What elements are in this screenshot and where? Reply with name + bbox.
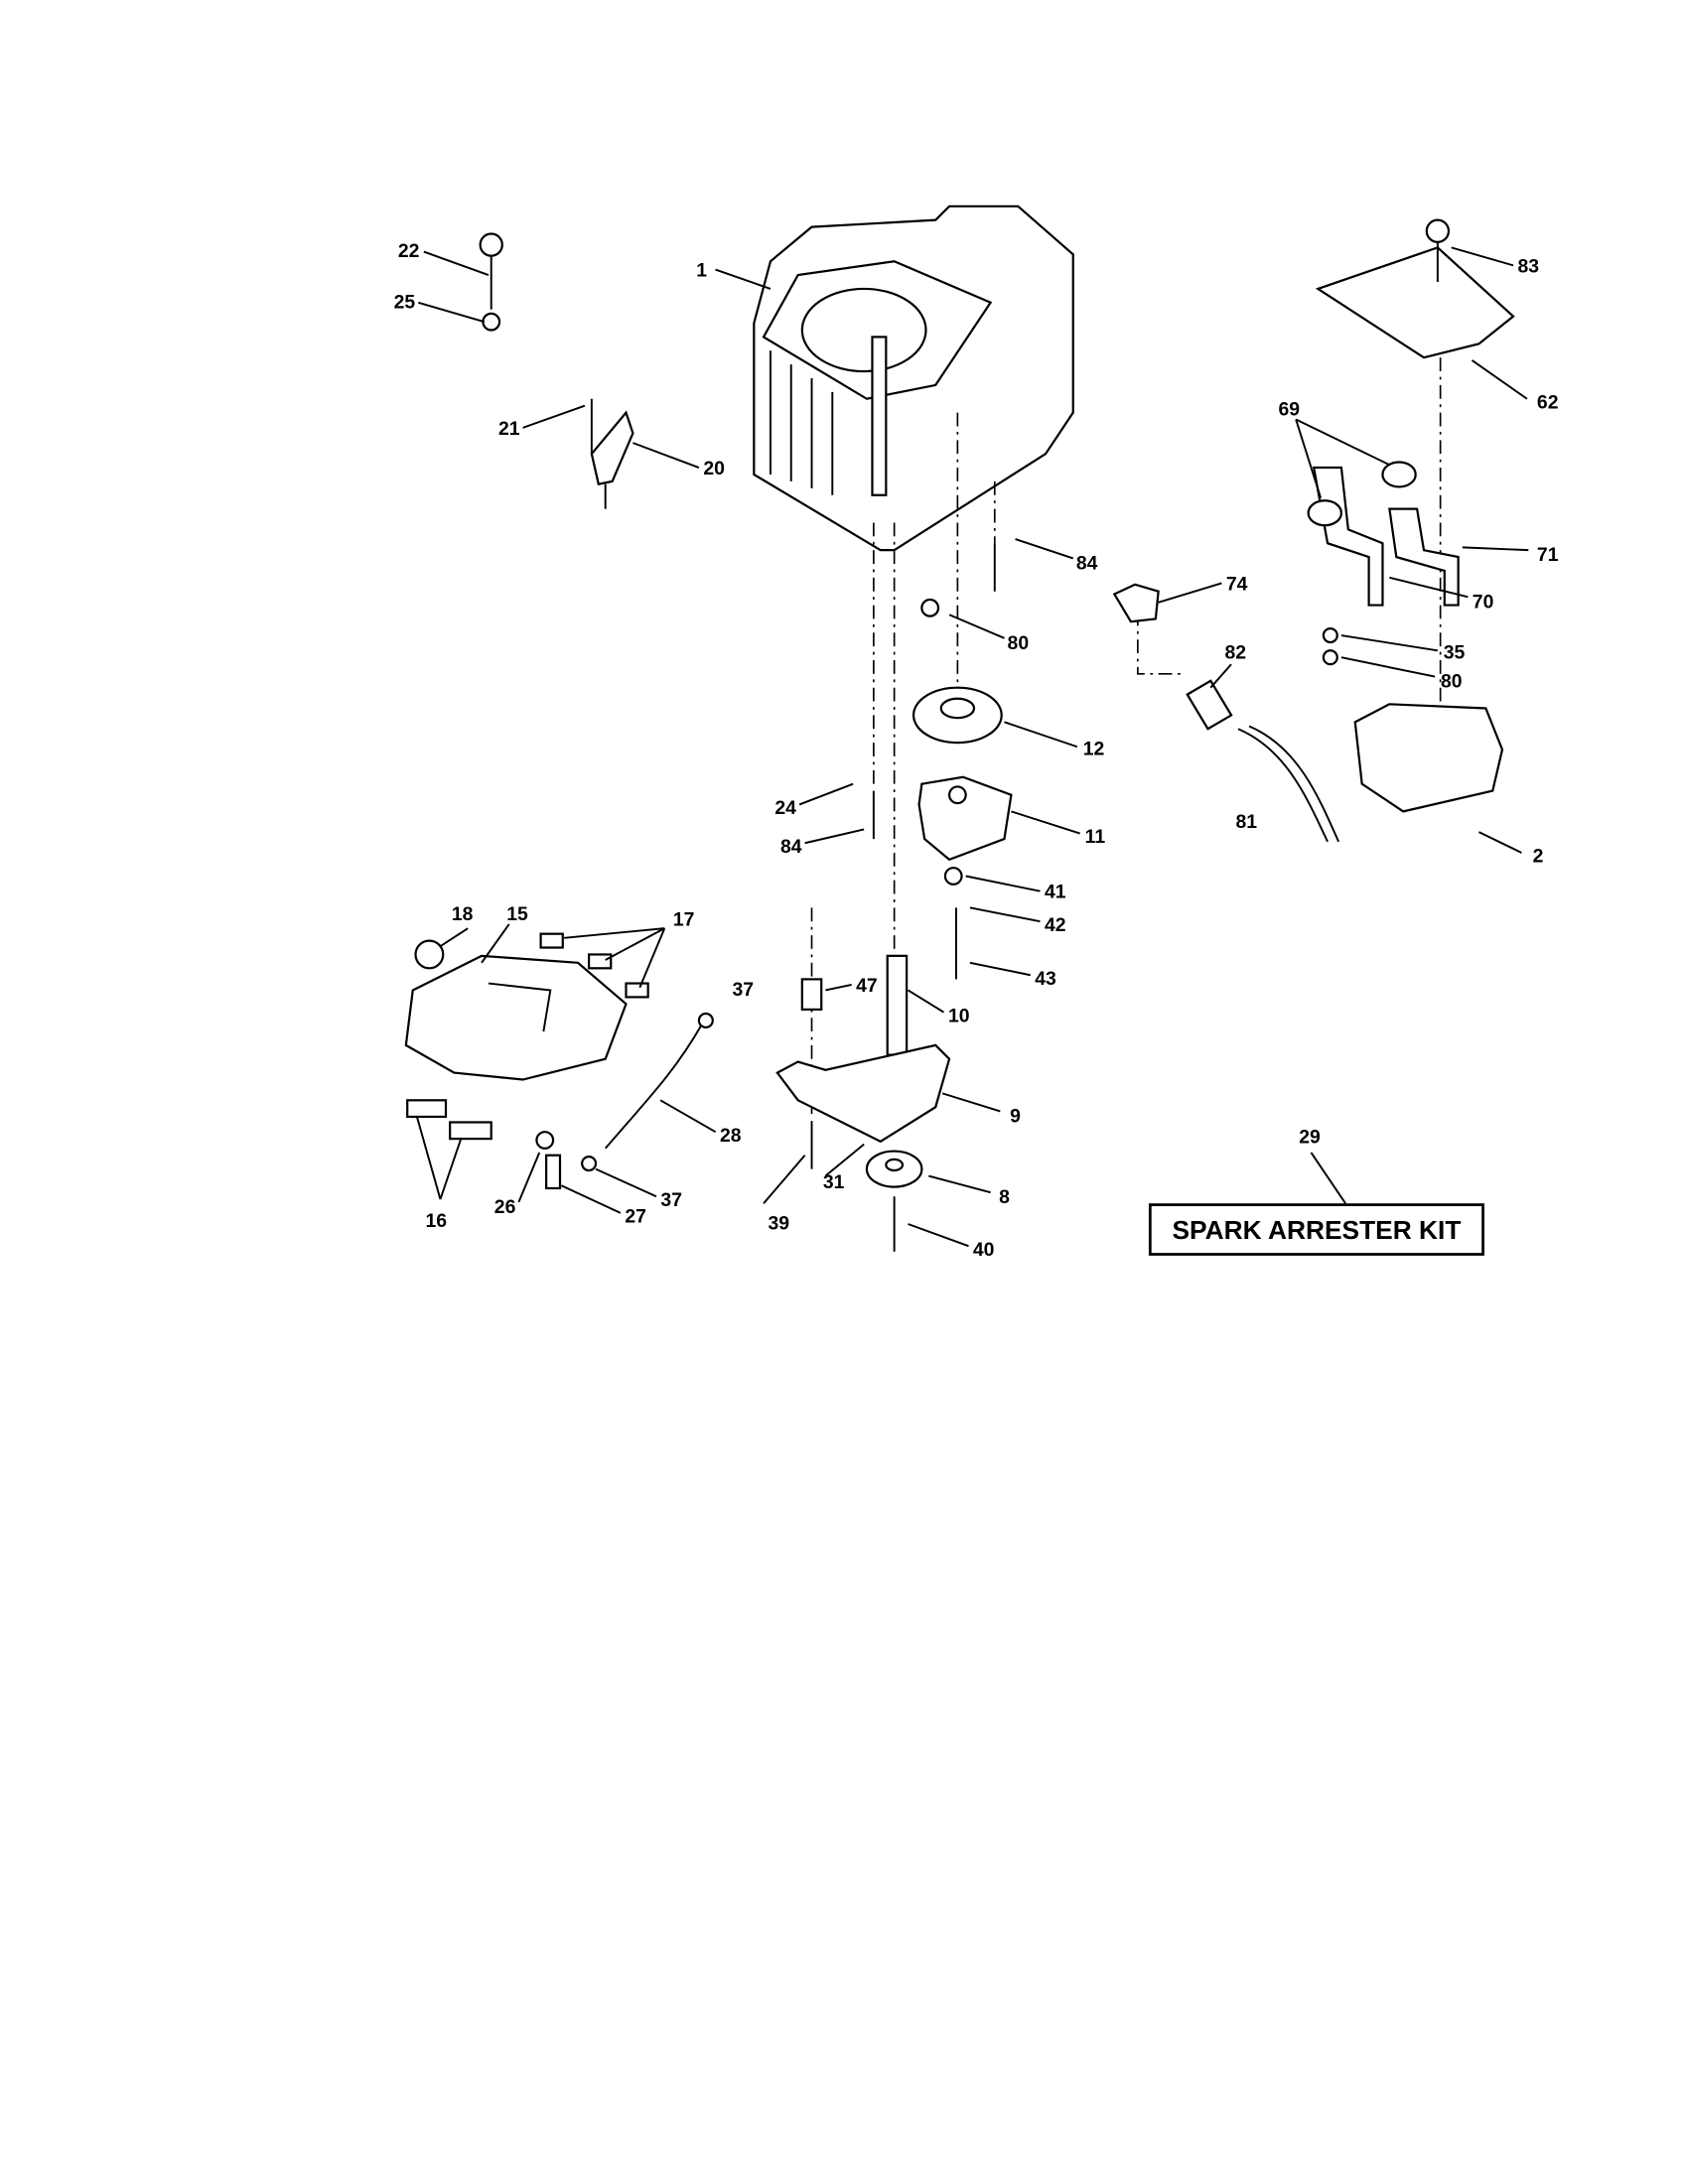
callout-15: 15: [506, 903, 528, 925]
part-26: [535, 1131, 555, 1150]
hose-part-81: [1237, 725, 1340, 843]
callout-37b: 37: [660, 1189, 682, 1211]
washer-part-35: [1322, 627, 1338, 644]
fuel-tank-part-15: [404, 954, 628, 1081]
callout-21: 21: [498, 418, 520, 440]
callout-82: 82: [1224, 642, 1246, 664]
callout-11: 11: [1085, 826, 1106, 848]
exhaust-pipe-part-70: [1312, 466, 1384, 607]
fitting-part-74: [1112, 583, 1160, 623]
callout-74: 74: [1226, 573, 1248, 595]
callout-20: 20: [703, 458, 725, 479]
callout-41: 41: [1045, 882, 1066, 903]
callout-8: 8: [999, 1186, 1010, 1208]
gasket-part-69: [1307, 499, 1343, 527]
callout-80b: 80: [1441, 671, 1463, 693]
engine-part-1: [753, 205, 1074, 552]
callout-9: 9: [1010, 1105, 1021, 1127]
pad-part-16b: [449, 1121, 492, 1141]
clamp-part-37: [581, 1156, 598, 1172]
valve-part-27: [545, 1154, 562, 1190]
clamp-part-37b: [697, 1012, 714, 1028]
callout-47: 47: [856, 975, 878, 997]
callout-29: 29: [1299, 1126, 1321, 1148]
callout-26: 26: [494, 1196, 516, 1218]
dipstick-part-22: [479, 232, 503, 332]
callout-80: 80: [1008, 632, 1030, 654]
callout-16: 16: [426, 1210, 448, 1232]
callout-84b: 84: [780, 836, 802, 858]
muffler-part-2: [1353, 703, 1504, 813]
cap-part-18: [414, 939, 445, 970]
throttle-part-20: [590, 398, 634, 509]
callout-42: 42: [1045, 914, 1066, 936]
washer-part-41: [943, 867, 963, 886]
idler-pulley-part-8: [865, 1150, 923, 1188]
bracket-part-9: [775, 1043, 951, 1144]
callout-18: 18: [452, 903, 474, 925]
callout-81: 81: [1236, 811, 1258, 833]
nut-part-80b: [1322, 649, 1338, 666]
connector-part-82: [1186, 679, 1233, 731]
nut-part-80: [920, 598, 940, 617]
callout-39: 39: [768, 1213, 789, 1235]
exhaust-pipe-part-71: [1388, 507, 1460, 607]
callout-71: 71: [1537, 544, 1559, 566]
callout-69: 69: [1278, 398, 1300, 420]
callout-83: 83: [1518, 255, 1540, 277]
pad-part-17c: [625, 982, 649, 999]
spacer-part-47: [800, 978, 823, 1011]
pulley-part-12: [912, 686, 1003, 745]
callout-43: 43: [1035, 968, 1056, 990]
callout-35: 35: [1444, 642, 1466, 664]
pad-part-17b: [587, 953, 613, 970]
gasket-part-69b: [1381, 461, 1417, 488]
shield-part-62: [1315, 246, 1515, 359]
pad-part-16: [406, 1099, 448, 1119]
callout-62: 62: [1537, 391, 1559, 413]
callout-25: 25: [394, 291, 416, 313]
pad-part-17: [539, 932, 564, 949]
callout-12: 12: [1083, 739, 1105, 760]
callout-28: 28: [720, 1125, 742, 1147]
callout-10: 10: [948, 1005, 970, 1026]
callout-40: 40: [973, 1239, 995, 1261]
callout-17: 17: [673, 908, 695, 930]
callout-1: 1: [696, 259, 707, 281]
spark-arrester-kit-box: SPARK ARRESTER KIT: [1148, 1203, 1484, 1256]
clutch-part-11: [917, 775, 1013, 862]
spacer-part-10: [886, 954, 909, 1056]
callout-2: 2: [1533, 846, 1544, 868]
fuel-line-part-28: [604, 1024, 703, 1150]
callout-84: 84: [1076, 553, 1098, 575]
callout-27: 27: [625, 1206, 646, 1228]
callout-70: 70: [1473, 591, 1494, 613]
callout-31: 31: [823, 1171, 845, 1193]
callout-24: 24: [774, 797, 796, 819]
callout-22: 22: [398, 240, 420, 262]
spark-arrester-kit-label: SPARK ARRESTER KIT: [1172, 1215, 1461, 1245]
callout-37: 37: [732, 979, 754, 1001]
screw-part-83: [1425, 218, 1451, 283]
